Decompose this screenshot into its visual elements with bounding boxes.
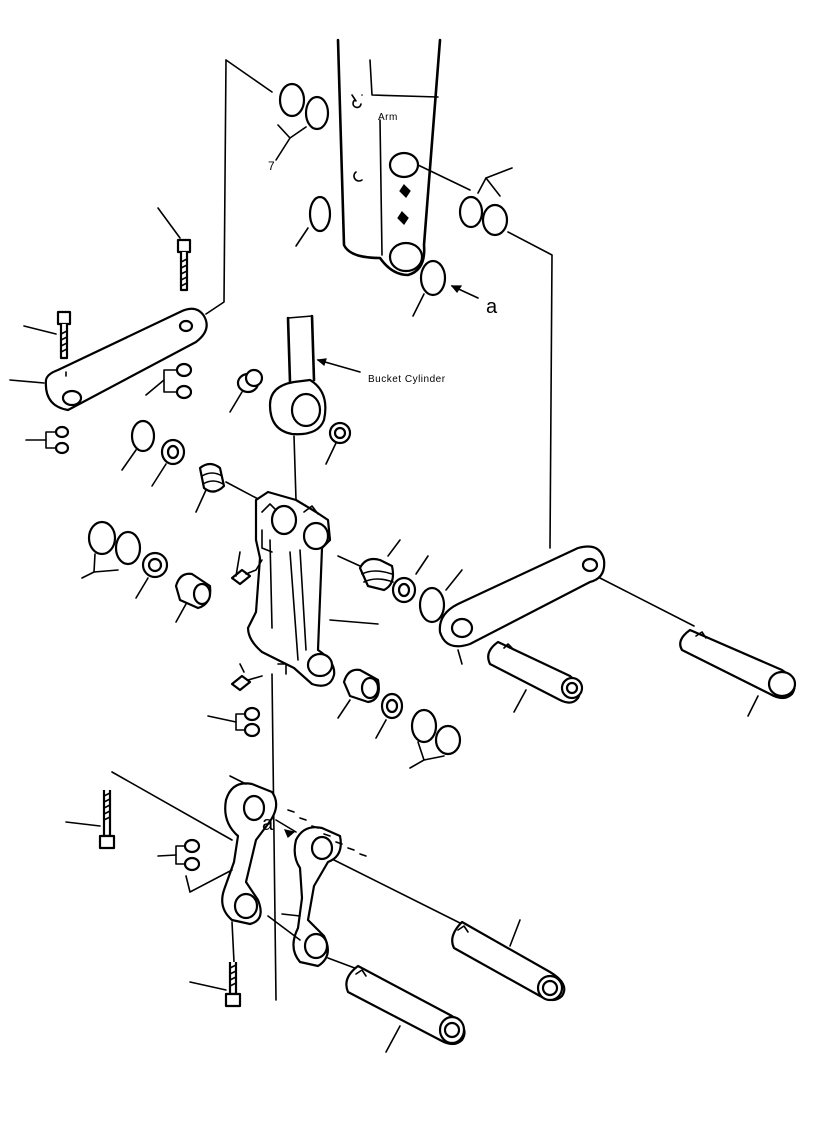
- upper-link-bar: [9, 59, 227, 412]
- pin-lower-left: [327, 957, 466, 1053]
- left-chain-middle: [81, 520, 212, 623]
- washer-pair-upper-right: [458, 167, 553, 549]
- pin-middle-right: [487, 640, 584, 713]
- right-link-bar: [438, 545, 695, 665]
- grease-fitting-upper: [230, 551, 263, 586]
- ref-a-top: a: [486, 296, 498, 318]
- seal-right-of-cylinder: [325, 421, 352, 465]
- bushing-upper-small: [229, 368, 264, 413]
- arm: Arm: [336, 38, 471, 277]
- nut-pair-left: [25, 425, 70, 455]
- bolt-upper: [157, 207, 192, 292]
- arm-label: Arm: [378, 112, 398, 123]
- bucket-cylinder: Bucket Cylinder: [268, 314, 446, 501]
- pin-upper-right: [679, 628, 797, 717]
- ref-a-link: a: [262, 813, 274, 835]
- left-chain-upper: [121, 419, 261, 513]
- pin-lower-right: [333, 859, 566, 1002]
- o-ring-arm-left: [295, 195, 332, 247]
- o-ring-arm-bottom: a: [412, 259, 498, 318]
- lower-middle-chain: [337, 668, 462, 769]
- bolt-lower-bottom: [189, 921, 242, 1008]
- nut-pair-middle: [207, 706, 261, 738]
- nut-pair-lower: [157, 838, 233, 893]
- lower-side-links: a: [221, 673, 367, 1001]
- washer-pair-upper-left: 7: [225, 59, 330, 173]
- part-number-7: 7: [268, 159, 275, 173]
- main-link: [246, 490, 379, 687]
- bolt-lower-upper: [65, 771, 233, 850]
- grease-fitting-lower: [230, 663, 263, 692]
- bolt-left: [23, 310, 72, 360]
- bucket-cylinder-label: Bucket Cylinder: [368, 374, 446, 385]
- right-chain-middle: [337, 539, 463, 624]
- nut-pair-upper: [145, 362, 193, 400]
